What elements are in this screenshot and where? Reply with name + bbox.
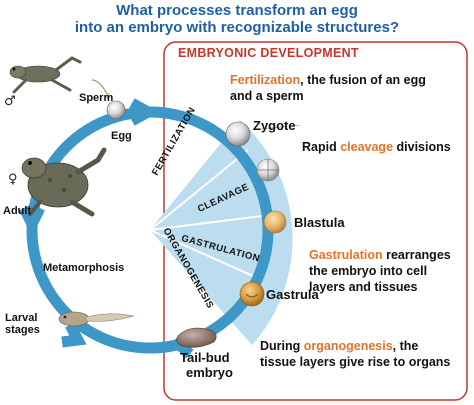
sperm-icon (91, 79, 109, 97)
desc-gastrulation-highlight: Gastrulation (309, 248, 383, 262)
cleavage-embryo-icon (256, 158, 280, 182)
male-frog-icon (9, 56, 82, 94)
blastula-icon (263, 210, 287, 234)
ring-arrow-icon (19, 205, 45, 237)
stage-tailbud-line2: embryo (186, 365, 233, 380)
wedge-divider (149, 149, 249, 231)
adult-label: Adult (3, 205, 32, 217)
desc-organogenesis-highlight: organogenesis (303, 339, 393, 353)
ring-arrow-icon (61, 322, 87, 348)
desc-organogenesis-line1: During organogenesis, the (260, 339, 418, 354)
desc-fertilization-line2: and a sperm (230, 89, 304, 103)
stage-tailbud-line1: Tail-bud (180, 350, 230, 365)
desc-organogenesis-pre: During (260, 339, 304, 353)
female-frog-icon (21, 147, 107, 217)
box-heading: EMBRYONIC DEVELOPMENT (178, 46, 359, 60)
egg-label: Egg (111, 130, 132, 142)
tadpole-icon (58, 311, 135, 327)
wedge-divider (149, 229, 263, 281)
metamorphosis-label: Metamorphosis (43, 262, 125, 274)
desc-gastrulation-line1: Gastrulation rearranges (309, 248, 451, 263)
stage-blastula: Blastula (294, 215, 345, 230)
sperm-head-icon (105, 93, 111, 99)
female-symbol: ♀ (8, 172, 18, 187)
male-symbol: ♂ (4, 94, 16, 109)
desc-fertilization-highlight: Fertilization (230, 73, 301, 87)
desc-cleavage-pre: Rapid (302, 140, 341, 154)
zygote-icon (225, 121, 251, 147)
desc-fertilization-line1: Fertilization, the fusion of an egg (230, 73, 426, 88)
desc-cleavage-post: divisions (393, 140, 451, 154)
desc-gastrulation-rest: rearranges (382, 248, 451, 262)
desc-cleavage-highlight: cleavage (340, 140, 394, 154)
sperm-label: Sperm (79, 92, 114, 104)
ring-arrow-icon (129, 98, 160, 126)
desc-organogenesis-line2: tissue layers give rise to organs (260, 355, 451, 369)
desc-organogenesis-post: , the (392, 339, 419, 353)
stage-zygote: Zygote (253, 118, 296, 133)
wedge-divider (149, 214, 271, 231)
desc-gastrulation-line2: the embryo into cell (309, 264, 428, 278)
desc-gastrulation-line3: layers and tissues (309, 280, 418, 294)
page-title-line1: What processes transform an egg (116, 2, 358, 19)
gastrula-icon (239, 281, 265, 307)
page-title-line2: into an embryo with recognizable structu… (74, 19, 400, 36)
larval-label-line2: stages (5, 324, 40, 336)
egg-icon (106, 100, 126, 120)
desc-cleavage: Rapid cleavage divisions (302, 140, 451, 155)
zygote-pointer (251, 124, 301, 131)
tailbud-embryo-icon (176, 327, 217, 348)
desc-fertilization-rest: , the fusion of an egg (300, 73, 426, 87)
larval-label-line1: Larval (5, 312, 38, 324)
stage-gastrula: Gastrula (266, 287, 319, 302)
